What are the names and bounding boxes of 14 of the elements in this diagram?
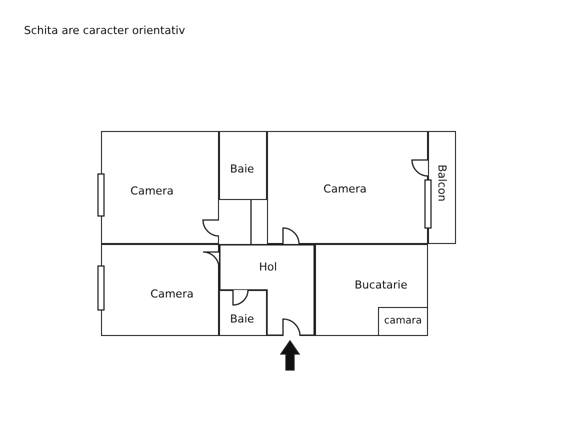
room-label: Bucatarie xyxy=(354,278,408,292)
room-area xyxy=(219,131,267,200)
room-label: Camera xyxy=(150,288,194,300)
room-label: camara xyxy=(384,316,422,326)
room-label: Balcon xyxy=(436,164,448,202)
room-label: Hol xyxy=(258,260,278,274)
room-label: Camera xyxy=(323,182,367,196)
room-area xyxy=(315,244,428,336)
note-text: Schita are caracter orientativ xyxy=(24,24,186,37)
room-label: Baie xyxy=(230,162,254,176)
room-label: Baie xyxy=(230,312,254,326)
room-label: Camera xyxy=(130,184,174,198)
hall-area xyxy=(219,244,315,336)
room-area xyxy=(378,307,428,336)
